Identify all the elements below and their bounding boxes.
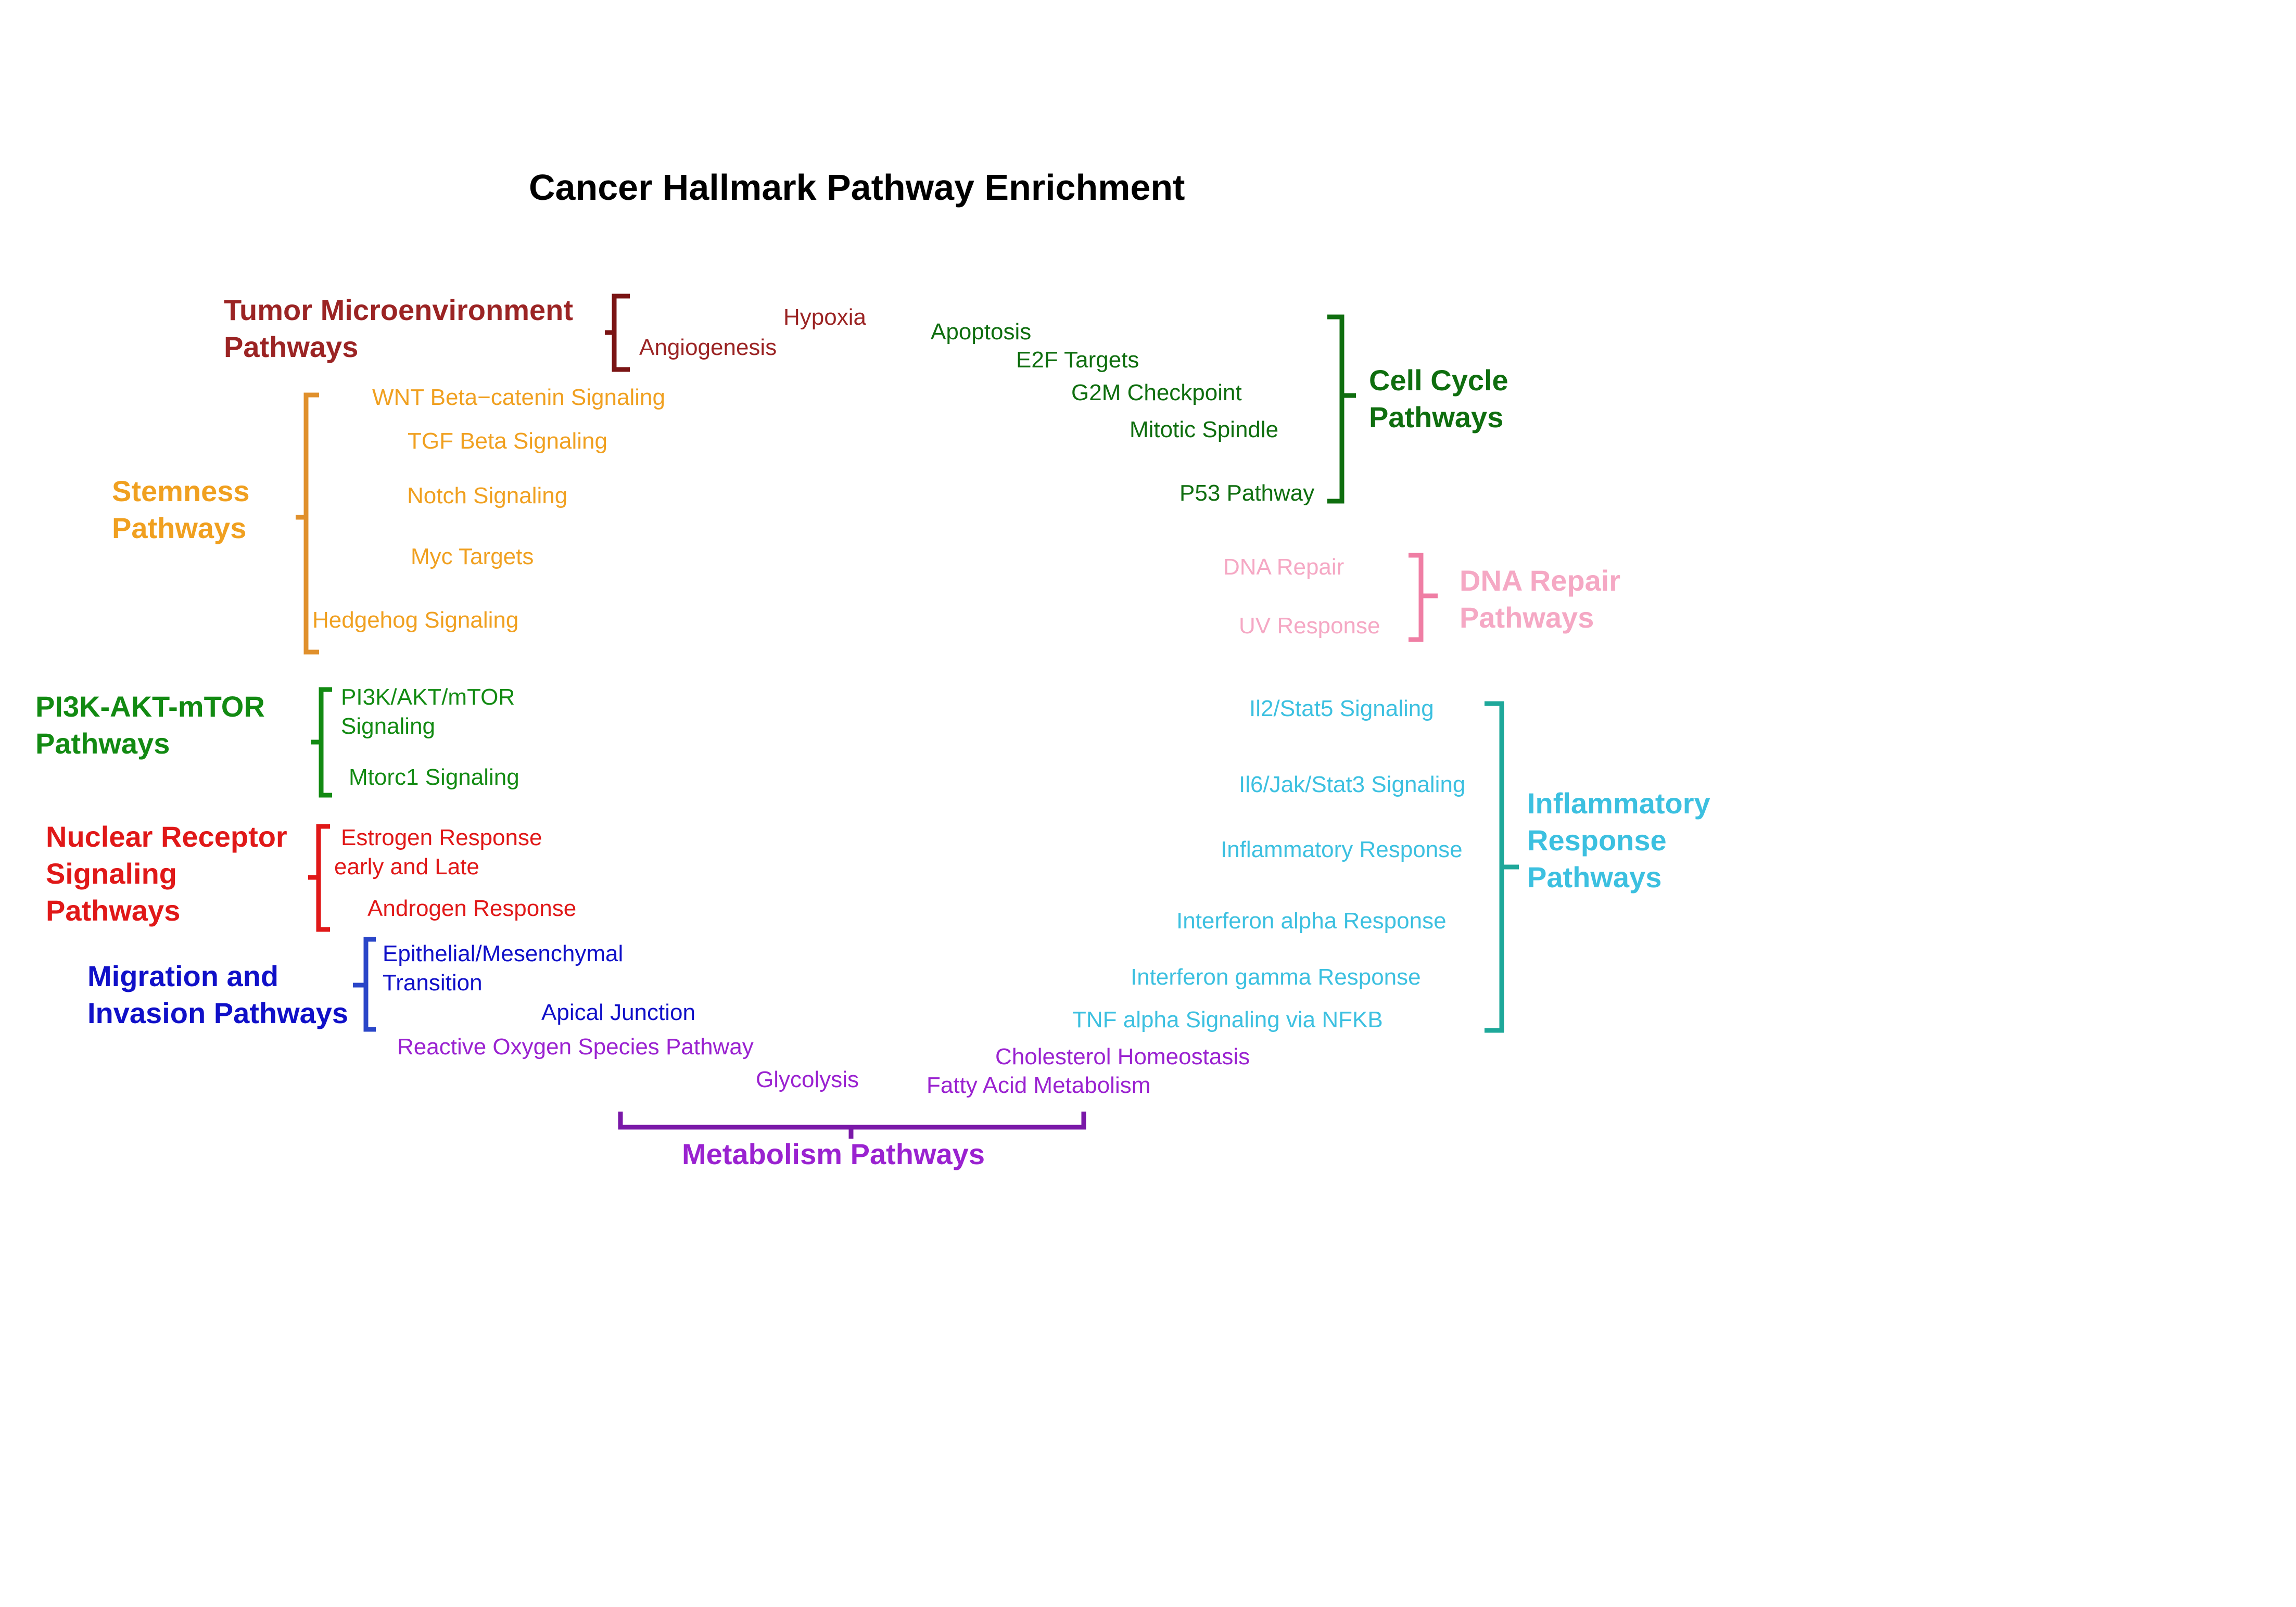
- group-label-nuclear: Nuclear Receptor Signaling Pathways: [46, 820, 287, 927]
- pathway-item: PI3K/AKT/mTOR Signaling: [341, 684, 515, 739]
- pathway-item: Androgen Response: [367, 896, 577, 921]
- group-label-migration: Migration and Invasion Pathways: [87, 960, 349, 1029]
- pathway-item: Estrogen Response: [341, 825, 542, 850]
- bracket-nuclear: [308, 824, 330, 932]
- bracket-metabolism: [618, 1112, 1086, 1139]
- group-label-inflammatory: Inflammatory Response Pathways: [1527, 787, 1710, 894]
- group-label-stemness: Stemness Pathways: [112, 475, 250, 544]
- pathway-item: Myc Targets: [411, 544, 534, 569]
- bracket-pi3k: [311, 687, 332, 798]
- pathway-item: E2F Targets: [1016, 347, 1139, 373]
- pathway-item: UV Response: [1239, 613, 1380, 639]
- pathway-item: Cholesterol Homeostasis: [995, 1044, 1250, 1069]
- pathway-item: Apical Junction: [541, 1000, 695, 1025]
- pathway-item: Angiogenesis: [639, 335, 777, 360]
- pathway-item: Il6/Jak/Stat3 Signaling: [1239, 772, 1466, 797]
- group-label-tumor: Tumor Microenvironment Pathways: [224, 294, 574, 363]
- pathway-item: P53 Pathway: [1179, 480, 1315, 506]
- pathway-item: Hypoxia: [783, 304, 866, 330]
- pathway-item: Interferon alpha Response: [1176, 908, 1447, 934]
- pathway-item: Apoptosis: [931, 319, 1032, 345]
- pathway-item: Mtorc1 Signaling: [349, 764, 519, 790]
- pathway-item: Interferon gamma Response: [1131, 964, 1421, 990]
- page-title: Cancer Hallmark Pathway Enrichment: [529, 167, 1185, 208]
- pathway-item: Hedgehog Signaling: [312, 607, 519, 633]
- pathway-item: WNT Beta−catenin Signaling: [372, 385, 665, 410]
- pathway-item: DNA Repair: [1223, 554, 1344, 580]
- bracket-stemness: [296, 392, 319, 655]
- pathway-item: early and Late: [334, 854, 479, 879]
- pathway-item: TNF alpha Signaling via NFKB: [1072, 1007, 1383, 1032]
- pathway-item: Notch Signaling: [407, 483, 568, 508]
- pathway-item: TGF Beta Signaling: [408, 428, 607, 454]
- bracket-tumor: [605, 294, 630, 372]
- pathway-item: G2M Checkpoint: [1071, 380, 1242, 405]
- pathway-item: Epithelial/Mesenchymal Transition: [383, 941, 624, 996]
- pathway-item: Glycolysis: [756, 1067, 859, 1092]
- bracket-dnarepair: [1409, 553, 1438, 642]
- bracket-migration: [353, 937, 376, 1032]
- pathway-item: Il2/Stat5 Signaling: [1249, 696, 1434, 721]
- bracket-inflammatory: [1485, 701, 1519, 1033]
- pathway-item: Mitotic Spindle: [1130, 417, 1279, 442]
- bracket-cellcycle: [1327, 314, 1356, 504]
- group-label-cellcycle: Cell Cycle Pathways: [1369, 364, 1508, 433]
- pathway-item: Reactive Oxygen Species Pathway: [397, 1034, 754, 1060]
- group-label-pi3k: PI3K-AKT-mTOR Pathways: [35, 690, 265, 760]
- group-label-dnarepair: DNA Repair Pathways: [1460, 564, 1621, 634]
- pathway-item: Inflammatory Response: [1221, 837, 1463, 862]
- pathway-item: Fatty Acid Metabolism: [927, 1073, 1151, 1098]
- group-label-metabolism: Metabolism Pathways: [682, 1138, 985, 1170]
